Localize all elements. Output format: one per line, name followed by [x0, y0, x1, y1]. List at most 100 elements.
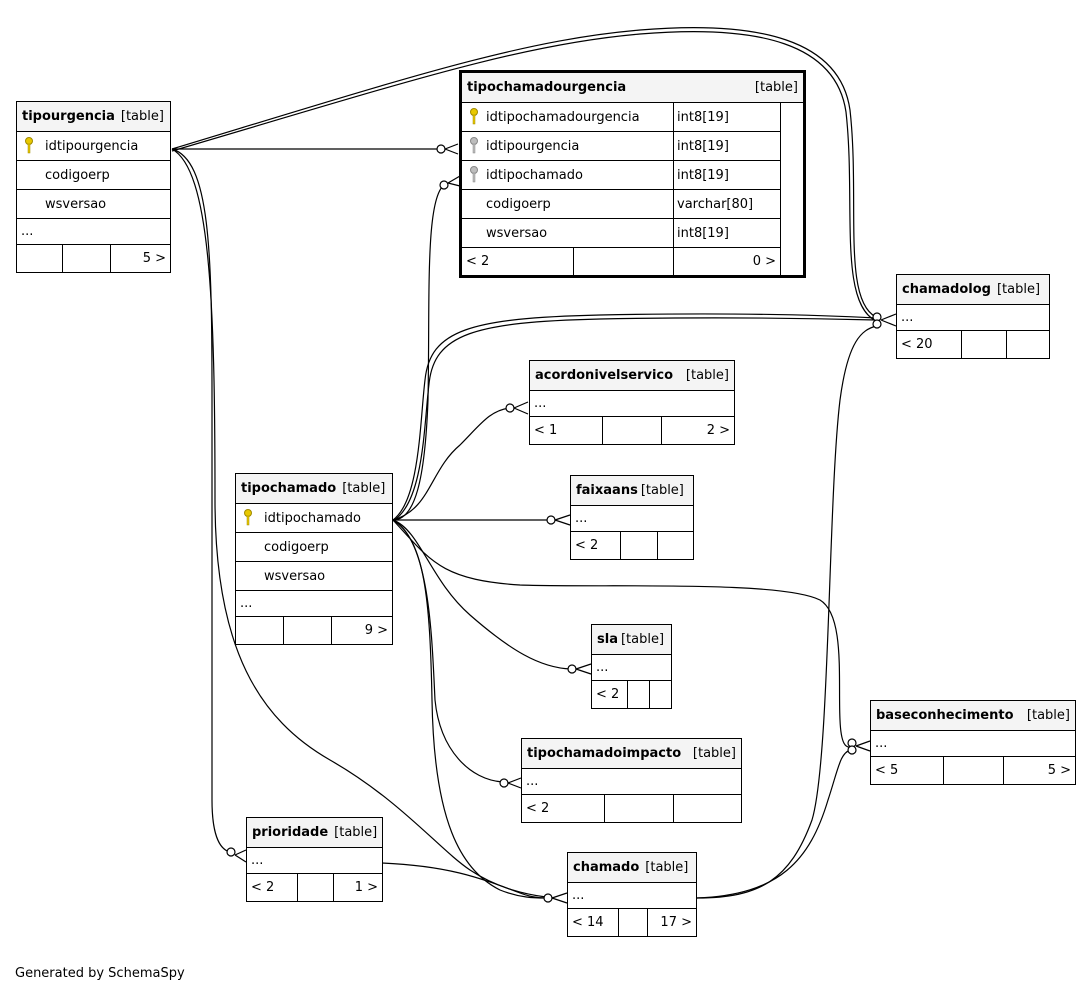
column-name: idtipochamadourgencia [486, 109, 640, 125]
column-name: idtipourgencia [45, 138, 139, 154]
children-count: 1 > [354, 880, 378, 895]
column-row[interactable]: idtipochamadourgencia int8[19] [462, 103, 780, 132]
table-footer: < 20 [897, 331, 1049, 358]
table-footer: < 1 2 > [530, 417, 734, 444]
children-count: 0 > [752, 254, 776, 269]
table-footer: < 2 1 > [247, 874, 382, 901]
edge-tipourgencia-prioridade [171, 148, 231, 853]
column-row[interactable]: wsversao [17, 190, 170, 219]
primary-key-icon [236, 509, 260, 527]
table-footer: 5 > [17, 245, 170, 272]
table-faixaans[interactable]: faixaans [table] ... < 2 [570, 475, 694, 560]
edge-tipochamado-chamadolog-a [392, 313, 877, 521]
column-name: wsversao [486, 225, 548, 241]
table-side-strip [780, 103, 803, 275]
rows-count [621, 532, 658, 559]
generated-by-label: Generated by SchemaSpy [15, 966, 185, 981]
crowfoot-marker [444, 143, 459, 155]
table-acordonivelservico[interactable]: acordonivelservico [table] ... < 1 2 > [529, 360, 735, 445]
end-marker [546, 515, 556, 525]
table-type: [table] [334, 825, 378, 840]
table-name: tipochamadourgencia [467, 80, 627, 95]
table-header: tipochamadoimpacto [table] [522, 739, 741, 769]
parents-count: < 5 [871, 757, 944, 784]
more-columns: ... [236, 591, 392, 617]
crowfoot-marker [551, 892, 568, 904]
foreign-key-icon [462, 166, 486, 184]
crowfoot-marker [234, 849, 247, 863]
table-name: prioridade [252, 825, 329, 840]
table-chamadolog[interactable]: chamadolog [table] ... < 20 [896, 274, 1050, 359]
table-type: [table] [1026, 708, 1070, 723]
column-row[interactable]: codigoerp [17, 161, 170, 190]
table-footer: 9 > [236, 617, 392, 644]
more-columns: ... [247, 848, 382, 874]
end-marker [436, 144, 446, 154]
more-columns: ... [522, 769, 741, 795]
table-name: sla [597, 632, 618, 647]
table-prioridade[interactable]: prioridade [table] ... < 2 1 > [246, 817, 383, 902]
column-name: codigoerp [486, 196, 551, 212]
edge-tipochamado-sla [392, 519, 572, 670]
table-type: [table] [342, 481, 386, 496]
column-row[interactable]: idtipourgencia [17, 132, 170, 161]
parents-count: < 20 [897, 331, 962, 358]
column-row[interactable]: codigoerp varchar[80] [462, 190, 780, 219]
parents-count: < 2 [462, 248, 574, 275]
table-tipochamadoimpacto[interactable]: tipochamadoimpacto [table] ... < 2 [521, 738, 742, 823]
column-row[interactable]: wsversao int8[19] [462, 219, 780, 248]
end-marker [439, 180, 449, 190]
rows-count [628, 681, 650, 708]
crowfoot-marker [880, 313, 897, 327]
primary-key-icon [17, 137, 41, 155]
end-marker [847, 745, 857, 755]
crowfoot-marker [513, 401, 529, 415]
column-name: idtipochamado [264, 510, 361, 526]
table-chamado[interactable]: chamado [table] ... < 14 17 > [567, 852, 697, 937]
more-columns: ... [571, 506, 693, 532]
more-columns: ... [592, 655, 671, 681]
table-header: prioridade [table] [247, 818, 382, 848]
table-type: [table] [996, 282, 1041, 297]
children-count [1007, 331, 1049, 358]
table-header: sla [table] [592, 625, 671, 655]
column-name: codigoerp [45, 167, 110, 183]
table-header: tipochamado [table] [236, 474, 392, 504]
table-name: tipochamado [241, 481, 337, 496]
table-header: acordonivelservico [table] [530, 361, 734, 391]
parents-count: < 1 [530, 417, 603, 444]
rows-count [63, 245, 111, 272]
column-row[interactable]: idtipochamado [236, 504, 392, 533]
column-row[interactable]: idtipochamado int8[19] [462, 161, 780, 190]
edge-tipochamado-tipochamadoimpacto [392, 519, 504, 783]
foreign-key-icon [462, 137, 486, 155]
column-type: int8[19] [677, 138, 729, 154]
end-marker [543, 893, 553, 903]
table-header: baseconhecimento [table] [871, 701, 1075, 731]
table-tipourgencia[interactable]: tipourgencia [table] idtipourgencia codi… [16, 101, 171, 273]
edge-tipourgencia-chamado [171, 148, 547, 898]
parents-count [236, 617, 284, 644]
column-row[interactable]: idtipourgencia int8[19] [462, 132, 780, 161]
parents-count: < 2 [522, 795, 605, 822]
table-baseconhecimento[interactable]: baseconhecimento [table] ... < 5 5 > [870, 700, 1076, 785]
column-row[interactable]: wsversao [236, 562, 392, 591]
column-name: wsversao [264, 568, 326, 584]
table-sla[interactable]: sla [table] ... < 2 [591, 624, 672, 709]
crowfoot-marker [575, 663, 592, 675]
rows-count [298, 874, 334, 901]
end-marker [499, 778, 509, 788]
table-type: [table] [120, 109, 164, 124]
table-header: chamadolog [table] [897, 275, 1049, 305]
rows-count [944, 757, 1004, 784]
more-columns: ... [871, 731, 1075, 757]
rows-count [603, 417, 662, 444]
table-tipochamadourgencia[interactable]: tipochamadourgencia [table] idtipochamad… [459, 70, 806, 278]
more-columns: ... [530, 391, 734, 417]
end-marker [226, 847, 236, 857]
edge-tipourgencia-chamadolog-b [171, 31, 877, 322]
column-row[interactable]: codigoerp [236, 533, 392, 562]
table-tipochamado[interactable]: tipochamado [table] idtipochamado codigo… [235, 473, 393, 645]
table-type: [table] [754, 80, 798, 95]
